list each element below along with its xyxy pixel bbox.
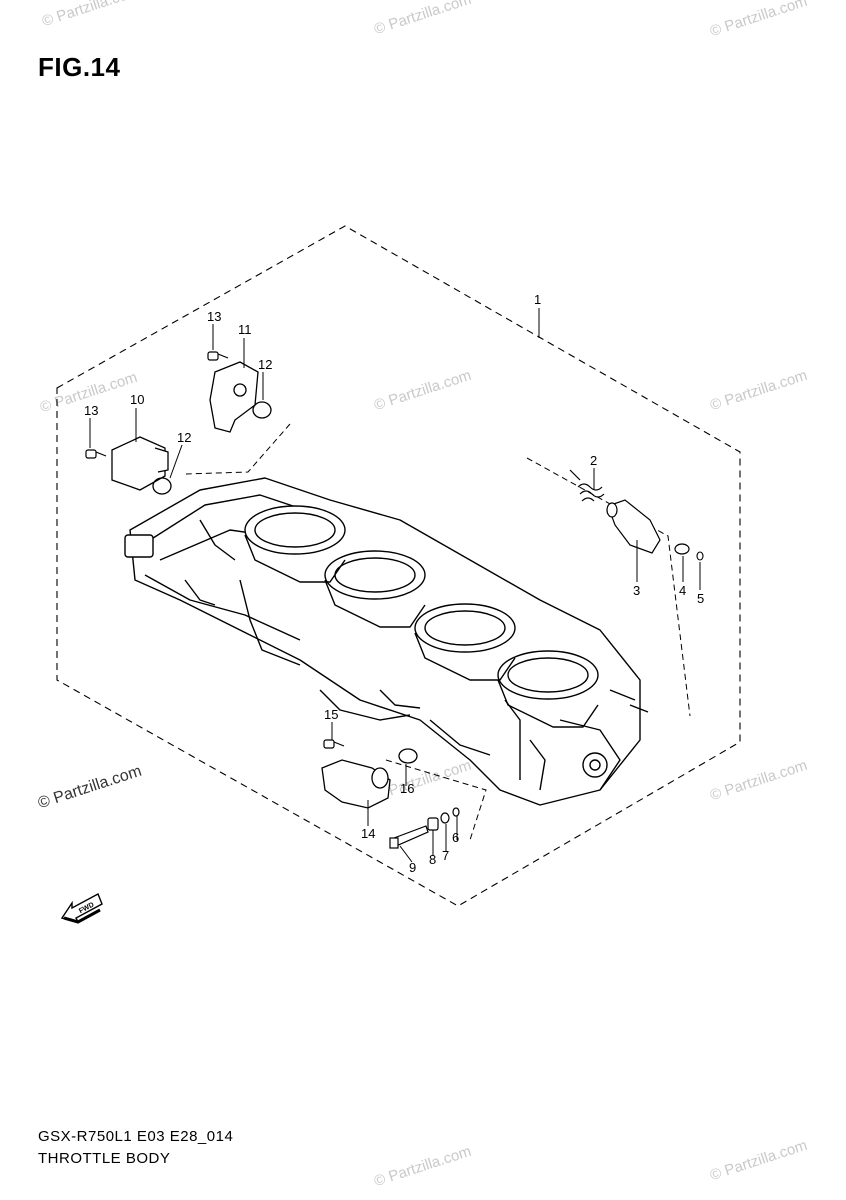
idle-speed-sensor (321, 759, 391, 809)
o-ring (252, 401, 272, 419)
callout-9: 9 (409, 860, 416, 875)
section-name: THROTTLE BODY (38, 1150, 171, 1167)
callout-11: 11 (238, 322, 252, 337)
leader-lines (89, 308, 701, 863)
intake-air-sensor (111, 436, 169, 491)
callout-3: 3 (633, 583, 640, 598)
callout-5: 5 (697, 591, 704, 606)
valve (606, 499, 661, 554)
clip (696, 551, 704, 561)
callout-16: 16 (400, 781, 414, 796)
forward-arrow-icon: FWD (60, 893, 103, 924)
screw (85, 351, 229, 459)
sub-boundary (526, 457, 691, 717)
callout-13: 13 (84, 403, 98, 418)
callout-12: 12 (258, 357, 272, 372)
assembly-boundary (56, 225, 741, 907)
washer (674, 543, 690, 555)
lower-boundary (385, 759, 487, 841)
throttle-position-sensor (209, 361, 259, 433)
callout-8: 8 (429, 852, 436, 867)
sensor-boundary (185, 423, 291, 475)
callout-13: 13 (207, 309, 221, 324)
callout-14: 14 (361, 826, 375, 841)
callout-4: 4 (679, 583, 686, 598)
callout-15: 15 (324, 707, 338, 722)
spring (569, 469, 605, 502)
throttle-body-assembly (124, 477, 649, 806)
callout-10: 10 (130, 392, 144, 407)
figure-title: FIG.14 (38, 52, 121, 82)
callout-6: 6 (452, 830, 459, 845)
callout-1: 1 (534, 292, 541, 307)
callout-12: 12 (177, 430, 191, 445)
adjuster-screw-set (389, 807, 460, 849)
o-ring (398, 748, 418, 764)
callout-2: 2 (590, 453, 597, 468)
model-code: GSX-R750L1 E03 E28_014 (38, 1128, 234, 1145)
o-ring (152, 477, 172, 495)
screw (323, 739, 345, 749)
callout-7: 7 (442, 848, 449, 863)
